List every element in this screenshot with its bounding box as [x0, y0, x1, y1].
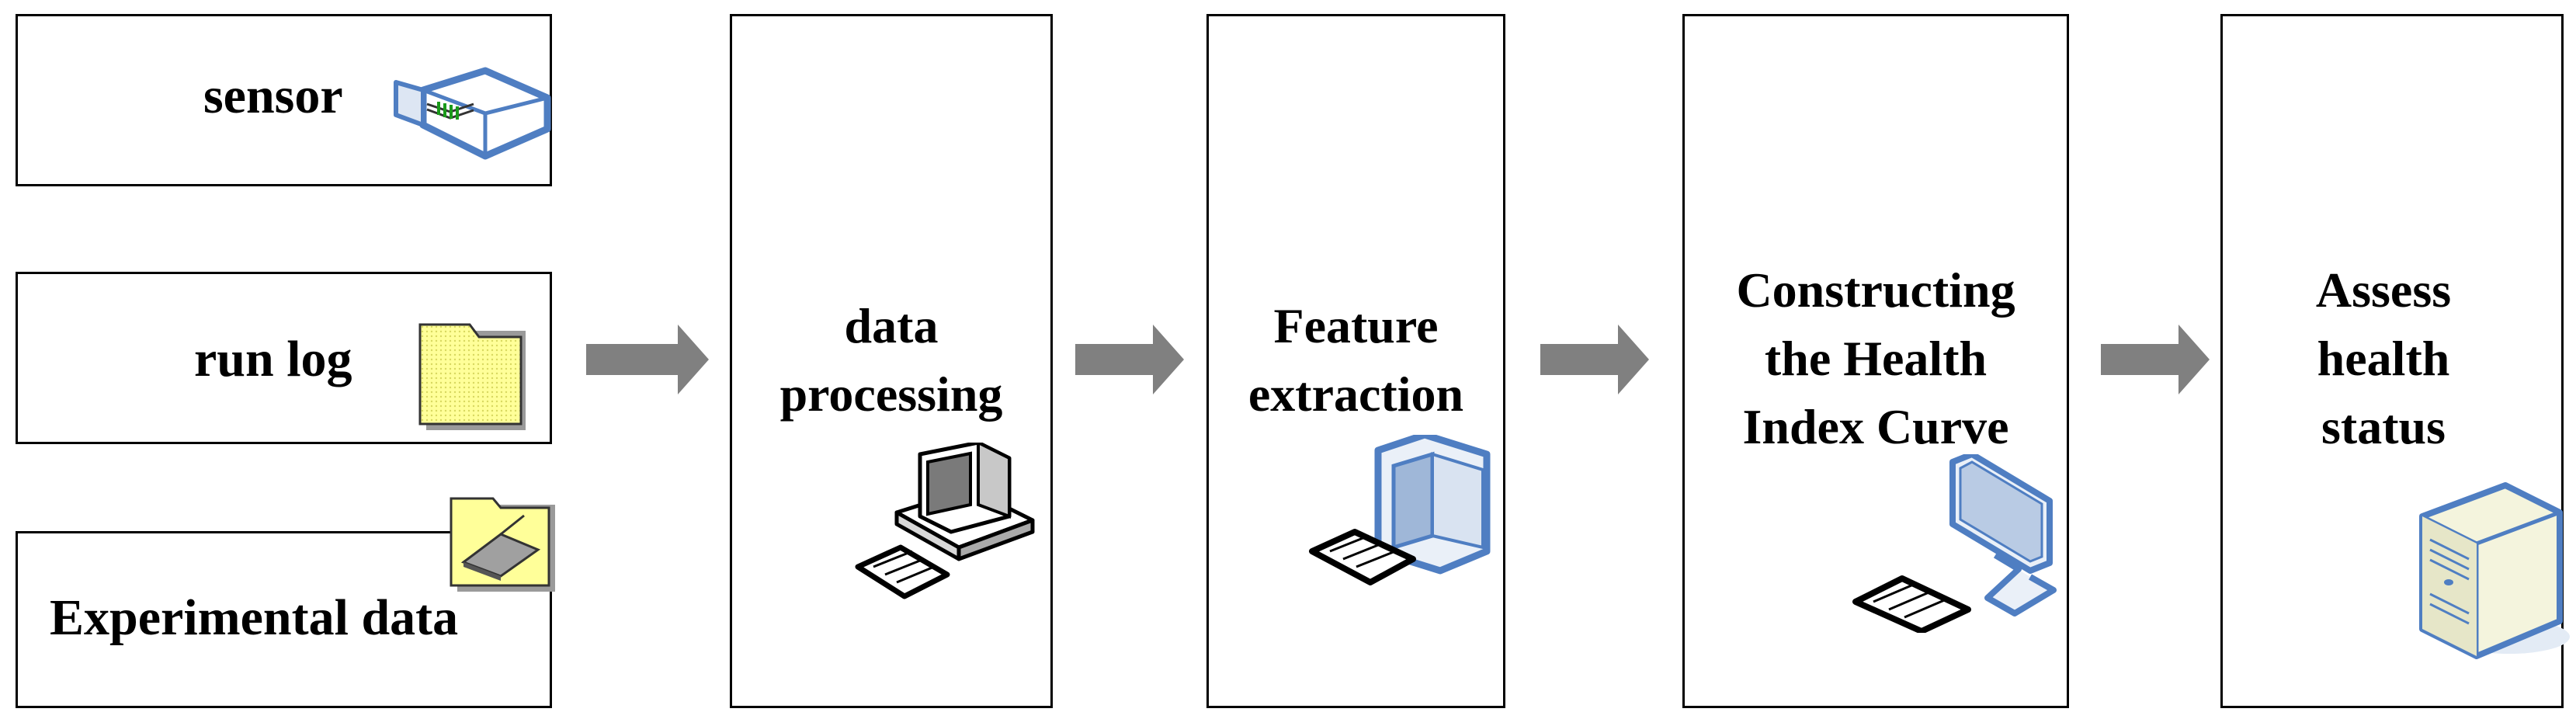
experimental-label: Experimental data — [50, 589, 459, 646]
scanner-folder-icon — [450, 497, 555, 592]
sensor-label: sensor — [203, 68, 343, 124]
data-processing-line-1: data — [844, 298, 939, 353]
arrow-4 — [2101, 325, 2210, 394]
arrow-3 — [1540, 325, 1649, 394]
assess-health-line-1: Assess — [2315, 262, 2452, 318]
assess-health-label: Assess health status — [2220, 256, 2546, 461]
feature-extraction-line-1: Feature — [1273, 298, 1439, 353]
data-processing-box — [730, 14, 1053, 708]
feature-extraction-line-2: extraction — [1248, 366, 1464, 422]
feature-extraction-box — [1206, 14, 1505, 708]
health-index-line-1: Constructing — [1736, 262, 2015, 318]
health-index-line-3: Index Curve — [1742, 399, 2009, 454]
folder-icon — [418, 323, 526, 430]
data-processing-line-2: processing — [779, 366, 1003, 422]
desktop-computer-icon — [855, 443, 1035, 599]
network-device-icon — [394, 67, 551, 160]
assess-health-line-3: status — [2321, 399, 2446, 454]
feature-extraction-label: Feature extraction — [1206, 292, 1505, 429]
server-tower-icon — [2419, 482, 2570, 659]
arrow-2 — [1075, 325, 1184, 394]
run-log-label: run log — [194, 331, 352, 387]
health-index-label: Constructing the Health Index Curve — [1682, 256, 2069, 461]
arrow-1 — [586, 325, 709, 394]
flat-monitor-icon — [1852, 454, 2057, 633]
data-processing-label: data processing — [730, 292, 1053, 429]
crt-computer-icon — [1309, 435, 1491, 585]
health-index-line-2: the Health — [1764, 331, 1988, 386]
assess-health-line-2: health — [2317, 331, 2450, 386]
